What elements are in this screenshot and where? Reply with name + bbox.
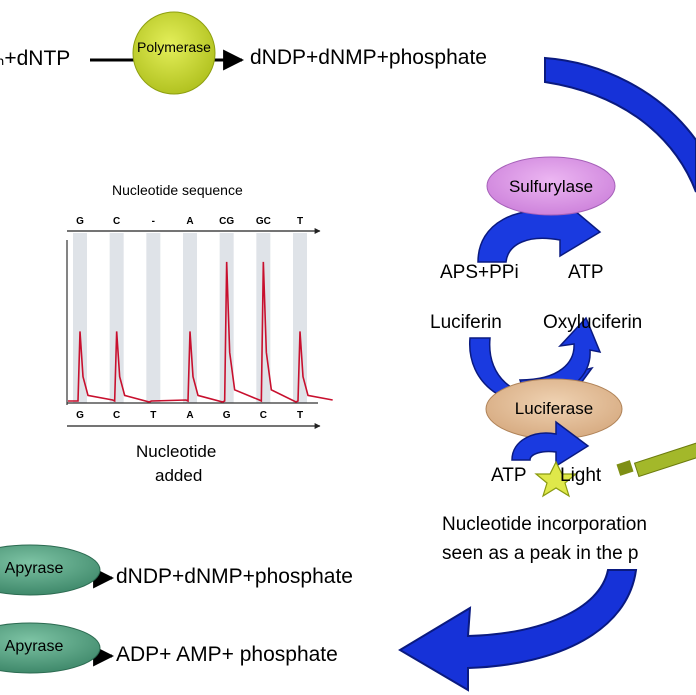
chart-band-6 — [293, 233, 307, 403]
apyrase-reactions — [0, 544, 115, 674]
chart-bottom-label: G — [223, 410, 231, 421]
polymerase-reaction — [90, 11, 245, 95]
chart-bottom-label: A — [186, 410, 193, 421]
apyrase-label-1: Apyrase — [4, 560, 64, 577]
caption-line-1: Nucleotide incorporation — [442, 514, 647, 535]
light-beam — [616, 440, 696, 478]
chart-top-label: T — [297, 216, 303, 227]
luciferase-reaction — [469, 316, 623, 468]
polymerase-label: Polymerase — [137, 39, 211, 55]
luciferase-label: Luciferase — [514, 399, 594, 418]
chart-trace-line — [68, 261, 333, 403]
chart-xlabel-line1: Nucleotide — [136, 442, 217, 461]
chart-xlabel-line2: added — [155, 466, 203, 485]
apyrase-products-2: ADP+ AMP+ phosphate — [116, 643, 338, 666]
oxyluciferin-text: Oxyluciferin — [543, 312, 643, 333]
chart-title: Nucleotide sequence — [112, 182, 243, 198]
chart-band-4 — [219, 233, 234, 403]
apyrase-products-1: dNDP+dNMP+phosphate — [116, 565, 353, 588]
cycle-arrow-bottom — [398, 569, 638, 692]
chart-bottom-label: T — [297, 410, 303, 421]
sulfurylase-reaction — [477, 156, 616, 263]
chart-top-label: - — [152, 216, 155, 227]
chart-band-0 — [73, 233, 87, 403]
chart-band-5 — [256, 233, 271, 403]
chart-top-label: A — [186, 216, 193, 227]
chart-top-label: GC — [256, 216, 271, 227]
light-text: Light — [560, 465, 602, 486]
chart-band-3 — [183, 233, 197, 403]
chart-bottom-label: T — [150, 410, 156, 421]
light-arrow — [511, 420, 590, 468]
chart-band-1 — [109, 233, 124, 403]
caption-line-2: seen as a peak in the p — [442, 543, 639, 564]
primer-dntp-text: ₙ+dNTP — [0, 47, 71, 70]
luciferase-atp-text: ATP — [491, 465, 527, 486]
chart-top-label: CG — [219, 216, 234, 227]
sulfurylase-product-text: ATP — [568, 262, 604, 283]
polymerase-products-text: dNDP+dNMP+phosphate — [250, 46, 487, 69]
chart-top-label: G — [76, 216, 84, 227]
chart-top-label: C — [113, 216, 120, 227]
cycle-arrows — [398, 56, 696, 692]
apyrase-enzyme-ellipse-2 — [0, 622, 101, 674]
chart-bottom-label: G — [76, 410, 84, 421]
sulfurylase-reactants-text: APS+PPi — [440, 262, 519, 283]
sulfurylase-label: Sulfurylase — [508, 177, 594, 196]
light-star-icon — [534, 460, 578, 498]
chart-bottom-label: C — [260, 410, 267, 421]
chart-bottom-label: C — [113, 410, 120, 421]
chart-band-2 — [146, 233, 161, 403]
luciferin-text: Luciferin — [430, 312, 502, 333]
polymerase-enzyme-circle — [132, 11, 216, 95]
sulfurylase-enzyme-ellipse — [486, 156, 616, 216]
apyrase-enzyme-ellipse-1 — [0, 544, 101, 596]
apyrase-label-2: Apyrase — [4, 638, 64, 655]
